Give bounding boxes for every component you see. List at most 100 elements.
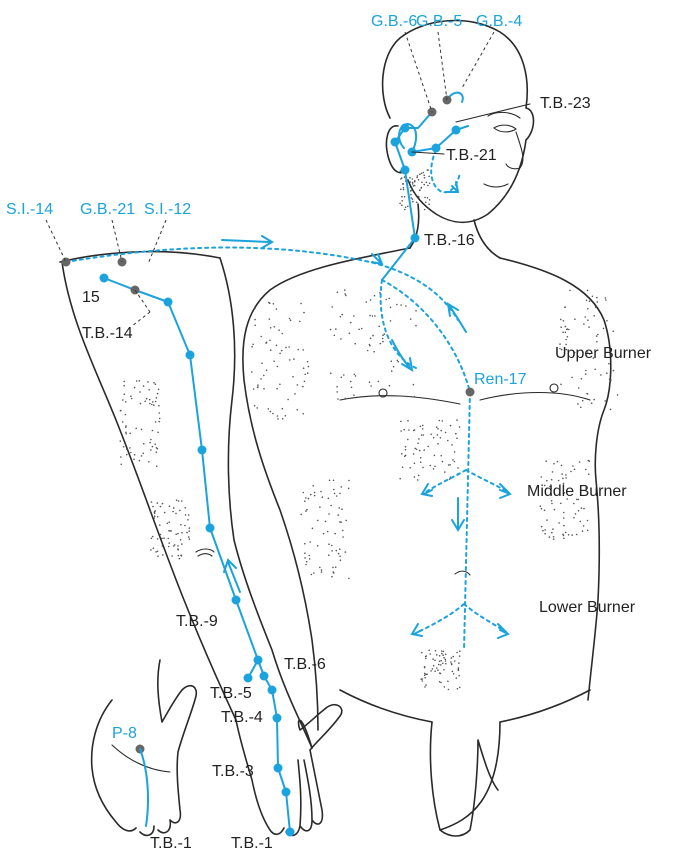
- stipple-dot: [257, 386, 259, 388]
- stipple-dot: [168, 542, 170, 544]
- stipple-dot: [370, 385, 372, 387]
- stipple-dot: [178, 500, 180, 502]
- stipple-dot: [581, 507, 583, 509]
- stipple-dot: [327, 531, 329, 533]
- stipple-dot: [549, 536, 551, 538]
- stipple-dot: [459, 650, 461, 652]
- point-tb23: [452, 126, 461, 135]
- stipple-dot: [424, 177, 426, 179]
- stipple-dot: [445, 660, 447, 662]
- stipple-dot: [587, 530, 589, 532]
- chest-dashed-left: [381, 280, 416, 368]
- stipple-dot: [427, 446, 429, 448]
- stipple-dot: [382, 338, 384, 340]
- stipple-dot: [565, 326, 567, 328]
- stipple-dot: [125, 426, 127, 428]
- stipple-dot: [421, 182, 423, 184]
- stipple-dot: [553, 463, 555, 465]
- stipple-dot: [151, 404, 153, 406]
- stipple-dot: [348, 480, 350, 482]
- stipple-dot: [561, 465, 563, 467]
- stipple-dot: [274, 326, 276, 328]
- stipple-dot: [396, 304, 398, 306]
- arrow-mid-right: [500, 484, 510, 498]
- stipple-dot: [405, 446, 407, 448]
- stipple-dot: [610, 409, 612, 411]
- central-dashed-line: [464, 392, 470, 650]
- stipple-dot: [427, 185, 429, 187]
- stipple-dot: [151, 501, 153, 503]
- stipple-dot: [577, 403, 579, 405]
- stipple-dot: [321, 571, 323, 573]
- stipple-dot: [408, 429, 410, 431]
- stipple-dot: [162, 554, 164, 556]
- stipple-dot: [580, 521, 582, 523]
- stipple-dot: [333, 480, 335, 482]
- stipple-dot: [120, 410, 122, 412]
- stipple-dot: [551, 479, 553, 481]
- label-tb6: T.B.-6: [284, 656, 326, 673]
- stipple-dot: [563, 320, 565, 322]
- point-arm-2: [186, 351, 195, 360]
- arrow-chest-up: [448, 304, 466, 332]
- stipple-dot: [582, 530, 584, 532]
- stipple-dot: [149, 403, 151, 405]
- stipple-dot: [456, 677, 458, 679]
- stipple-dot: [585, 370, 587, 372]
- stipple-dot: [425, 658, 427, 660]
- stipple-dot: [311, 574, 313, 576]
- stipple-dot: [587, 290, 589, 292]
- stipple-dot: [335, 328, 337, 330]
- stipple-dot: [428, 203, 430, 205]
- stipple-dot: [314, 492, 316, 494]
- stipple-dot: [563, 517, 565, 519]
- stipple-dot: [300, 303, 302, 305]
- shoulder-back: [60, 252, 220, 262]
- stipple-dot: [319, 506, 321, 508]
- stipple-dot: [155, 421, 157, 423]
- stipple-dot: [305, 564, 307, 566]
- stipple-dot: [588, 326, 590, 328]
- stipple-dot: [181, 543, 183, 545]
- stipple-dot: [285, 347, 287, 349]
- stipple-dot: [426, 655, 428, 657]
- stipple-dot: [388, 298, 390, 300]
- labels: G.B.-6 G.B.-5 G.B.-4 T.B.-23 T.B.-21 S.I…: [6, 13, 652, 849]
- stipple-dot: [345, 551, 347, 553]
- stipple-dot: [414, 396, 416, 398]
- stipple-dot: [421, 187, 423, 189]
- stipple-dot: [148, 461, 150, 463]
- stipple-dot: [424, 677, 426, 679]
- stipple-dot: [603, 328, 605, 330]
- label-tb16: T.B.-16: [424, 232, 475, 249]
- stipple-dot: [131, 398, 133, 400]
- stipple-dot: [430, 465, 432, 467]
- stipple-dot: [447, 681, 449, 683]
- stipple-dot: [409, 467, 411, 469]
- stipple-dot: [150, 511, 152, 513]
- stipple-dot: [420, 461, 422, 463]
- stipple-dot: [409, 177, 411, 179]
- stipple-dot: [186, 532, 188, 534]
- stipple-dot: [432, 668, 434, 670]
- stipple-dot: [433, 437, 435, 439]
- torso-left: [243, 248, 410, 730]
- stipple-dot: [412, 182, 414, 184]
- stipple-dot: [445, 432, 447, 434]
- stipple-dot: [422, 680, 424, 682]
- point-si14: [62, 258, 71, 267]
- stipple-dot: [302, 413, 304, 415]
- stipple-dot: [560, 503, 562, 505]
- stipple-dot: [439, 681, 441, 683]
- stipple-dot: [613, 331, 615, 333]
- stipple-dot: [587, 308, 589, 310]
- stipple-dot: [449, 464, 451, 466]
- stipple-dot: [277, 366, 279, 368]
- stipple-dot: [558, 480, 560, 482]
- stipple-dot: [184, 525, 186, 527]
- stipple-dot: [419, 450, 421, 452]
- stipple-dot: [270, 411, 272, 413]
- stipple-dot: [593, 399, 595, 401]
- stipple-dot: [148, 389, 150, 391]
- stipple-dot: [390, 307, 392, 309]
